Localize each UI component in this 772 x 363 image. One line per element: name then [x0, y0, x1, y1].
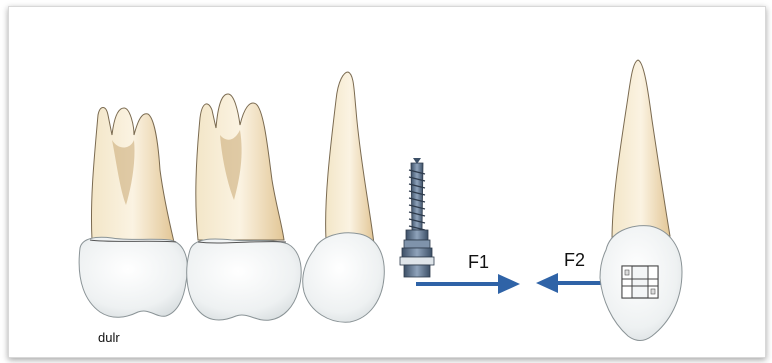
force-arrow-f1	[416, 274, 520, 294]
orthodontic-bracket-icon	[622, 266, 658, 298]
artist-signature: dulr	[98, 330, 120, 345]
molar-tooth-icon	[79, 108, 187, 318]
force-label-f2: F2	[564, 250, 585, 270]
mini-implant-screw-icon	[400, 158, 434, 277]
molar-tooth-icon	[187, 94, 301, 320]
premolar-tooth-icon	[303, 72, 385, 322]
force-label-f1: F1	[468, 252, 489, 272]
